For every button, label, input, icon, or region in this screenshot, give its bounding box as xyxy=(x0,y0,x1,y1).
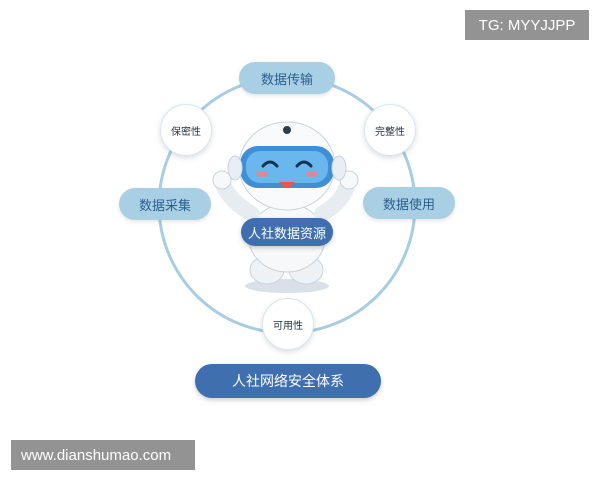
center-label-text: 人社数据资源 xyxy=(247,226,326,242)
node-integrity: 完整性 xyxy=(364,104,416,156)
node-data-transmission: 数据传输 xyxy=(239,62,335,94)
node-data-usage: 数据使用 xyxy=(363,187,455,219)
bottom-system-label: 人社网络安全体系 xyxy=(195,364,381,398)
node-confidentiality: 保密性 xyxy=(160,104,212,156)
watermark-top-right: TG: MYYJJPP xyxy=(465,10,589,40)
watermark-bottom-left: www.dianshumao.com xyxy=(11,440,195,470)
bottom-system-label-text: 人社网络安全体系 xyxy=(232,374,344,390)
node-data-collection-label: 数据采集 xyxy=(138,198,191,214)
watermark-top-right-text: TG: MYYJJPP xyxy=(478,16,576,34)
node-confidentiality-label: 保密性 xyxy=(171,126,201,138)
node-data-transmission-label: 数据传输 xyxy=(260,72,313,88)
node-availability: 可用性 xyxy=(262,298,314,350)
node-availability-label: 可用性 xyxy=(273,320,303,332)
center-label: 人社数据资源 xyxy=(241,218,333,246)
node-data-usage-label: 数据使用 xyxy=(382,197,435,213)
robot-mascot-icon xyxy=(212,121,359,293)
node-integrity-label: 完整性 xyxy=(375,126,405,138)
node-data-collection: 数据采集 xyxy=(119,188,211,220)
watermark-bottom-left-text: www.dianshumao.com xyxy=(21,446,172,464)
